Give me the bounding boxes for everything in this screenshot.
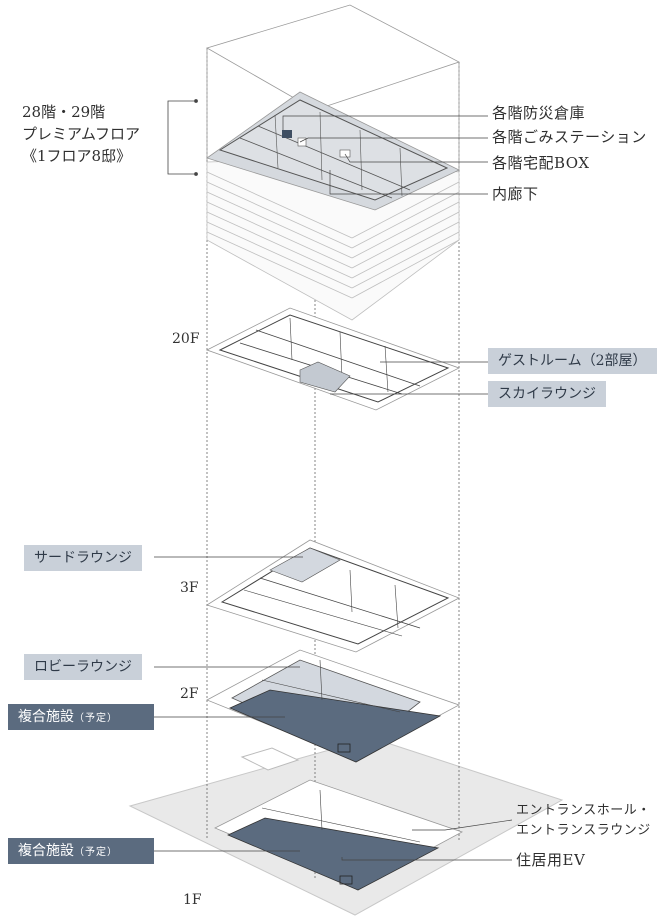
premium-floor-line2: プレミアムフロア <box>22 125 141 143</box>
floor-1-plate <box>214 779 463 891</box>
floor-20-label: 20F <box>172 331 200 347</box>
guest-room-label: ゲストルーム（2部屋） <box>488 348 657 374</box>
roof-box <box>205 4 461 170</box>
complex-facility-1f-note: （予定） <box>74 847 118 858</box>
complex-facility-2f-label: 複合施設（予定） <box>8 704 154 730</box>
premium-bracket <box>167 99 198 176</box>
elevator-label: 住居用EV <box>516 851 586 869</box>
premium-floor-line3: 《1フロア8邸》 <box>22 147 132 165</box>
entrance-hall-line2: エントランスラウンジ <box>516 823 651 838</box>
floor-20-plate <box>205 307 461 411</box>
floor-1-label: 1F <box>183 892 202 908</box>
complex-facility-2f-note: （予定） <box>74 713 118 724</box>
leader-lines <box>154 115 513 861</box>
floor-2-label: 2F <box>180 686 199 702</box>
complex-facility-1f-label: 複合施設（予定） <box>8 838 154 864</box>
third-lounge-label: サードラウンジ <box>24 545 142 571</box>
premium-floor-label: 28階・29階 プレミアムフロア 《1フロア8邸》 <box>22 101 140 167</box>
floor-3-plate <box>206 539 460 653</box>
corridor-callout: 内廊下 <box>492 185 539 203</box>
floor-28-29-plate <box>206 91 460 211</box>
floor-2-plate <box>206 649 460 763</box>
complex-facility-2f-name: 複合施設 <box>18 709 74 725</box>
sky-lounge-label: スカイラウンジ <box>488 381 606 407</box>
delivery-box-callout: 各階宅配BOX <box>492 154 590 172</box>
floor-3-label: 3F <box>180 580 199 596</box>
storage-callout: 各階防災倉庫 <box>492 104 586 122</box>
entrance-hall-line1: エントランスホール・ <box>516 803 651 818</box>
lobby-lounge-label: ロビーラウンジ <box>24 654 142 680</box>
premium-floor-line1: 28階・29階 <box>22 103 106 121</box>
complex-facility-1f-name: 複合施設 <box>18 843 74 859</box>
garbage-station-callout: 各階ごみステーション <box>492 128 647 146</box>
